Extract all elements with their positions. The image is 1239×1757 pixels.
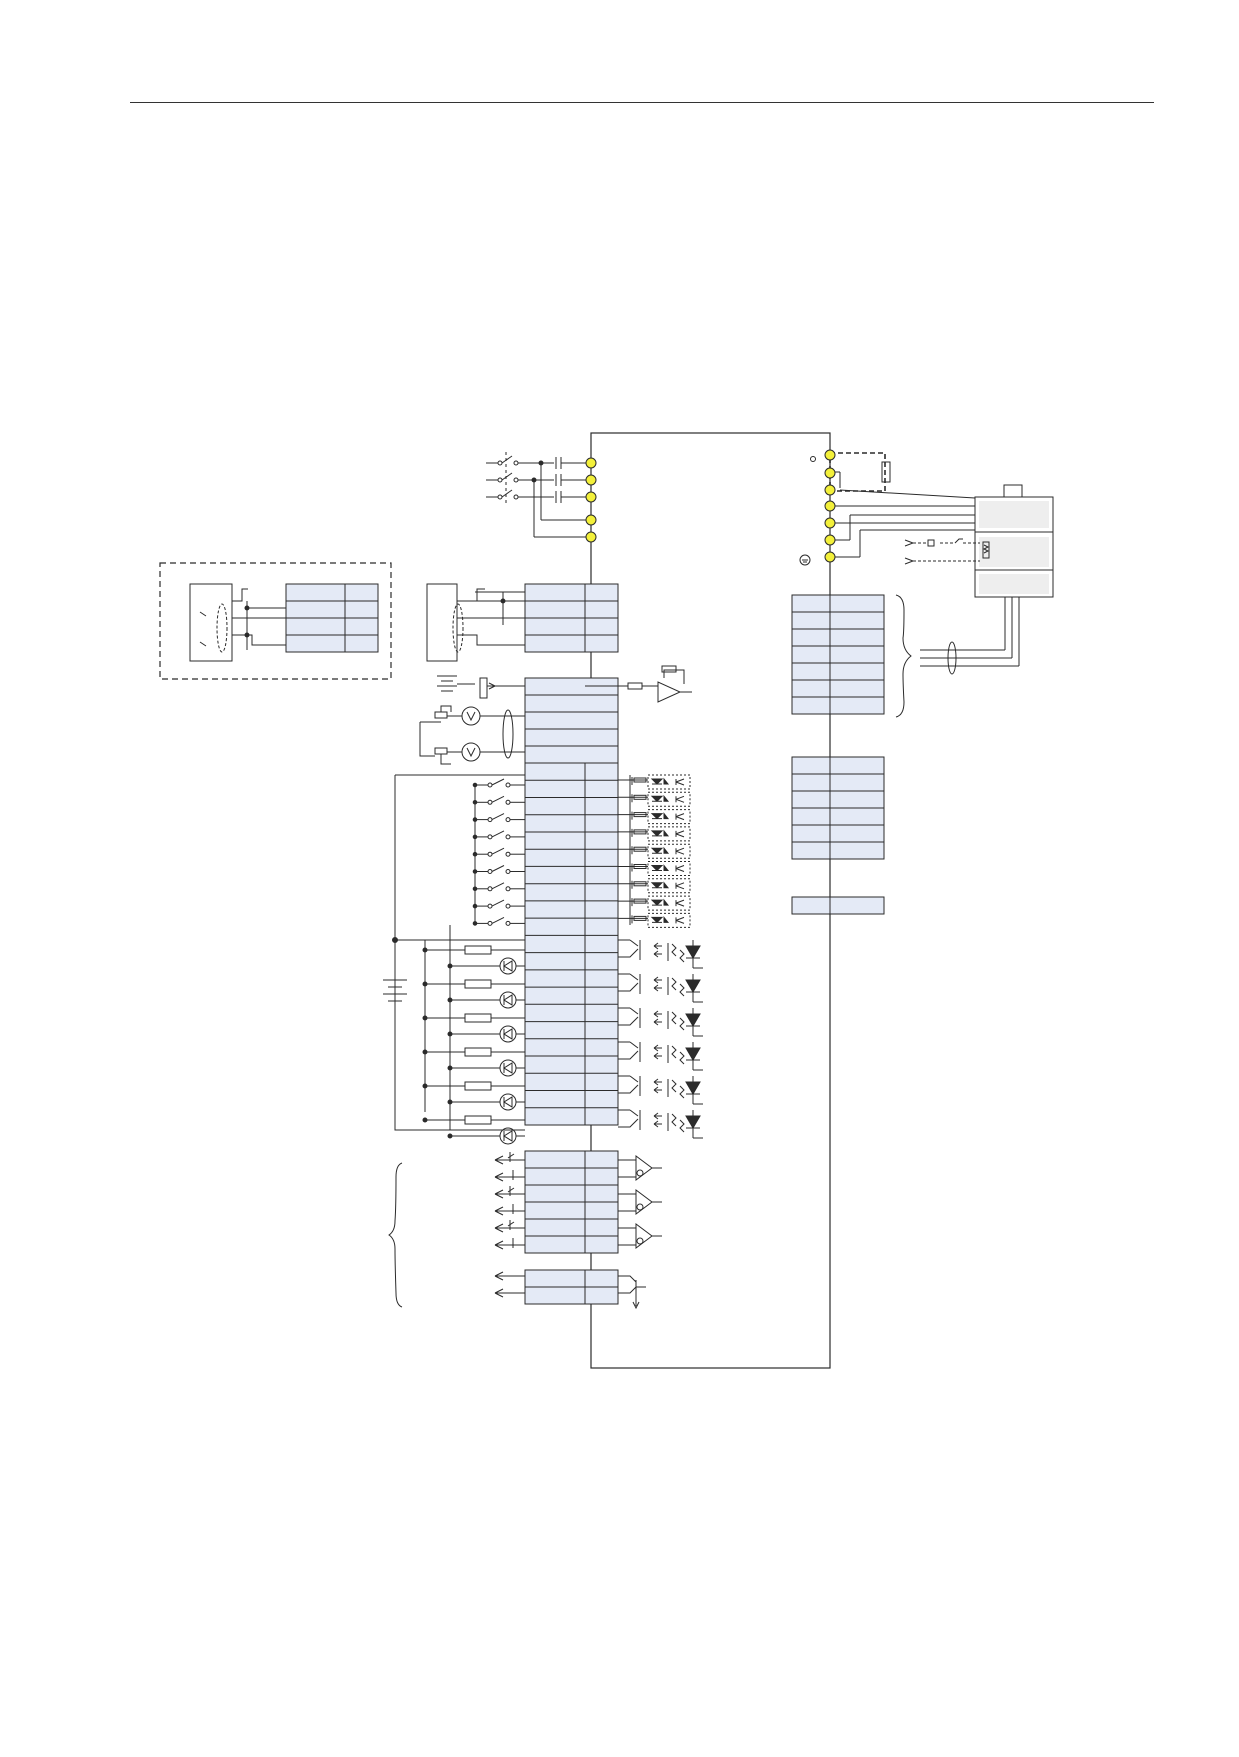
switch-icon — [472, 795, 525, 805]
led-icon — [422, 1115, 525, 1145]
optocoupler-column — [618, 774, 691, 928]
pulse-output-block — [388, 1150, 662, 1308]
battery-icon — [437, 675, 457, 692]
header-rule — [130, 102, 1154, 103]
optocoupler-icon — [618, 826, 691, 842]
optocoupler-icon — [618, 809, 691, 825]
relay-contacts — [618, 939, 703, 1139]
optocoupler-icon — [618, 878, 691, 894]
ground-icon — [799, 554, 811, 566]
pe-marker-icon — [810, 456, 816, 462]
analog-terminal-block — [419, 665, 692, 765]
circuit-breaker-icon — [486, 452, 519, 503]
optocoupler-icon — [618, 843, 691, 859]
switch-icon — [472, 813, 525, 823]
switch-icon — [472, 865, 525, 874]
switch-icon — [472, 916, 525, 926]
motor-output-group — [799, 449, 1054, 718]
relay-icon — [618, 939, 703, 969]
optocoupler-icon — [618, 895, 691, 911]
thermal-switch-icon — [904, 538, 980, 565]
encoder-cable — [895, 594, 1020, 718]
power-input-terminals — [585, 457, 597, 543]
switch-icon — [472, 899, 525, 909]
potentiometer-icon — [479, 677, 488, 699]
differential-driver-icon — [494, 1220, 662, 1250]
switch-icon — [472, 778, 525, 788]
led-output-rows — [422, 945, 525, 1145]
optocoupler-icon — [618, 774, 691, 790]
encoder-terminal-block — [426, 583, 619, 662]
led-icon — [422, 1013, 525, 1043]
differential-driver-icon — [494, 1186, 662, 1216]
digital-input-switches — [472, 778, 525, 926]
braking-resistor-icon — [881, 461, 891, 483]
led-icon — [422, 1047, 525, 1077]
motor-icon — [974, 484, 1054, 598]
relay-icon — [618, 1041, 703, 1071]
switch-icon — [472, 847, 525, 857]
right-terminal-block-a — [791, 594, 885, 715]
battery-icon — [383, 979, 407, 1002]
relay-icon — [618, 1007, 703, 1037]
relay-icon — [618, 1075, 703, 1105]
led-icon — [422, 979, 525, 1009]
opamp-icon — [585, 665, 692, 703]
voltmeter-icon — [461, 706, 481, 762]
transistor-icon — [618, 1275, 646, 1310]
led-icon — [422, 945, 525, 975]
optional-encoder-box — [159, 562, 392, 680]
transistor-output-block — [494, 1269, 646, 1310]
switch-icon — [472, 830, 525, 840]
optocoupler-icon — [618, 861, 691, 876]
optocoupler-icon — [618, 791, 691, 807]
relay-icon — [618, 1109, 703, 1139]
power-output-terminals — [824, 449, 836, 563]
mains-input-group — [486, 452, 597, 543]
io-terminal-block — [524, 762, 619, 1126]
led-icon — [422, 1081, 525, 1111]
contactor-icon — [555, 457, 562, 503]
switch-icon — [472, 882, 525, 892]
optocoupler-icon — [618, 912, 691, 928]
right-terminal-block-c — [791, 896, 885, 915]
differential-driver-icon — [494, 1152, 662, 1182]
relay-icon — [618, 973, 703, 1003]
